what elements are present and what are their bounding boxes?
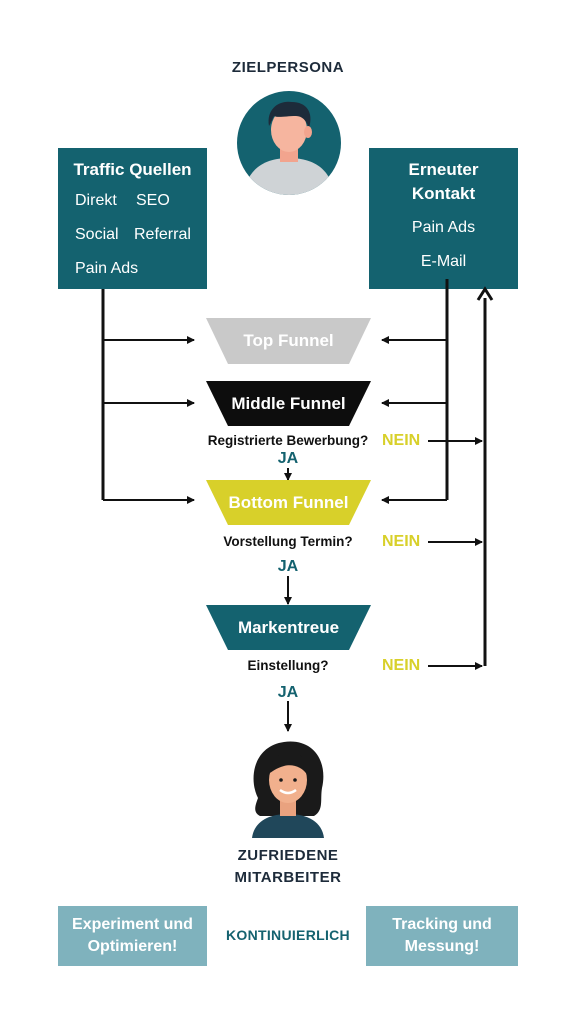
- bottom-funnel-label: Bottom Funnel: [228, 493, 349, 512]
- yes-label-3: JA: [277, 684, 299, 701]
- brand-loyalty-label: Markentreue: [237, 618, 340, 637]
- traffic-sources-box: Traffic Quellen Direkt SEO Social Referr…: [58, 148, 207, 289]
- satisfied-employees-title-line2: MITARBEITER: [234, 869, 342, 886]
- brand-loyalty-funnel-shape: [206, 605, 371, 650]
- experiment-optimize-line2: Optimieren!: [87, 938, 178, 955]
- continuous-label: KONTINUIERLICH: [226, 927, 350, 943]
- tracking-measurement-line1: Tracking und: [392, 916, 492, 933]
- re-contact-title-line2: Kontakt: [411, 184, 476, 203]
- tracking-measurement-line2: Messung!: [404, 938, 480, 955]
- target-persona-title: ZIELPERSONA: [231, 59, 345, 76]
- top-funnel-label: Top Funnel: [243, 331, 334, 350]
- re-contact-item-email: E-Mail: [420, 253, 467, 270]
- persona-male-avatar: [237, 91, 341, 195]
- no-label-3: NEIN: [382, 657, 421, 674]
- re-contact-title-line1: Erneuter: [408, 160, 479, 179]
- yes-label-1: JA: [277, 450, 299, 467]
- satisfied-employees-title-line1: ZUFRIEDENE: [237, 847, 339, 864]
- traffic-item-direkt: Direkt: [75, 192, 117, 209]
- bottom-funnel-shape: [206, 480, 371, 525]
- yes-label-2: JA: [277, 558, 299, 575]
- no-label-1: NEIN: [382, 432, 421, 449]
- question-interview-appointment: Vorstellung Termin?: [223, 534, 353, 549]
- question-registered-application: Registrierte Bewerbung?: [207, 433, 369, 448]
- experiment-optimize-box: Experiment und Optimieren!: [58, 906, 207, 966]
- tracking-measurement-box: Tracking und Messung!: [366, 906, 518, 966]
- traffic-item-referral: Referral: [134, 226, 191, 243]
- traffic-item-pain-ads: Pain Ads: [75, 260, 139, 277]
- middle-funnel-label: Middle Funnel: [231, 394, 346, 413]
- re-contact-box: Erneuter Kontakt Pain Ads E-Mail: [369, 148, 518, 289]
- traffic-item-seo: SEO: [136, 192, 170, 209]
- no-label-2: NEIN: [382, 533, 421, 550]
- traffic-sources-title: Traffic Quellen: [73, 160, 192, 179]
- satisfied-employee-avatar: [252, 741, 324, 838]
- middle-funnel-shape: [206, 381, 371, 426]
- question-hiring: Einstellung?: [247, 658, 329, 673]
- traffic-item-social: Social: [75, 226, 119, 243]
- experiment-optimize-line1: Experiment und: [72, 916, 193, 933]
- re-contact-item-pain-ads: Pain Ads: [411, 219, 476, 236]
- top-funnel-shape: [206, 318, 371, 364]
